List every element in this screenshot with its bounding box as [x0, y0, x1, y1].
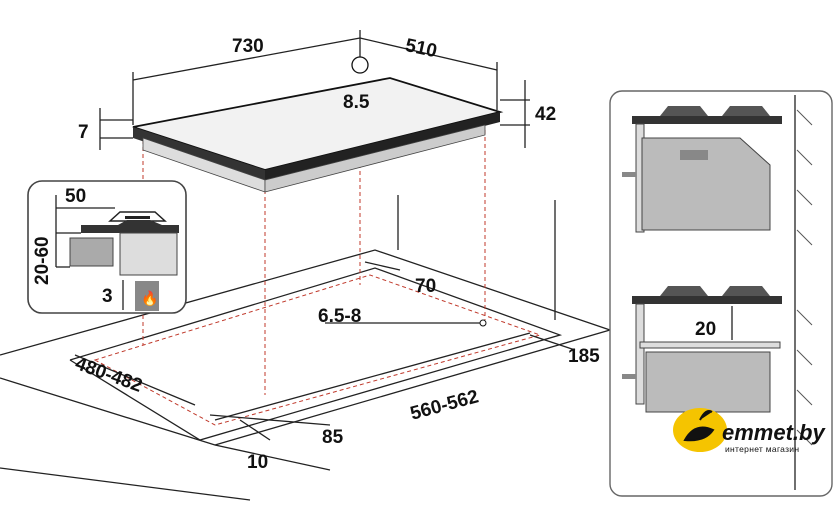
cooktop	[132, 77, 504, 193]
shelf-gap-label: 20	[695, 319, 716, 340]
depth-label: 510	[403, 35, 438, 62]
emmet-logo: emmet.by интернет магазин	[673, 408, 826, 454]
logo-tagline: интернет магазин	[725, 444, 799, 454]
cutout-width-label: 560-562	[408, 386, 481, 424]
inset-worktop-thickness-label: 20-60	[32, 236, 53, 285]
countertop	[0, 195, 611, 501]
front-edge-label: 10	[247, 452, 268, 473]
worktop-section-inset: 🔥	[27, 180, 187, 314]
logo-name: emmet.by	[722, 420, 826, 445]
glass-thickness-label: 7	[78, 122, 89, 143]
dimension-lines	[74, 30, 576, 441]
inset-gap-label: 3	[102, 286, 113, 307]
flame-icon: 🔥	[141, 290, 158, 307]
back-distance-label: 70	[415, 276, 436, 297]
gas-inlet-label: 8.5	[343, 92, 370, 113]
width-label: 730	[232, 36, 264, 57]
gas-inlet-icon	[351, 56, 369, 74]
side-distance-label: 185	[568, 346, 600, 367]
edge-clearance-label: 6.5-8	[318, 306, 361, 327]
front-distance-label: 85	[322, 427, 344, 448]
inset-min-depth-label: 50	[65, 186, 86, 207]
cabinet-side-panel	[609, 90, 833, 497]
cutout-depth-label: 480-482	[72, 353, 145, 397]
total-height-label: 42	[535, 104, 556, 125]
